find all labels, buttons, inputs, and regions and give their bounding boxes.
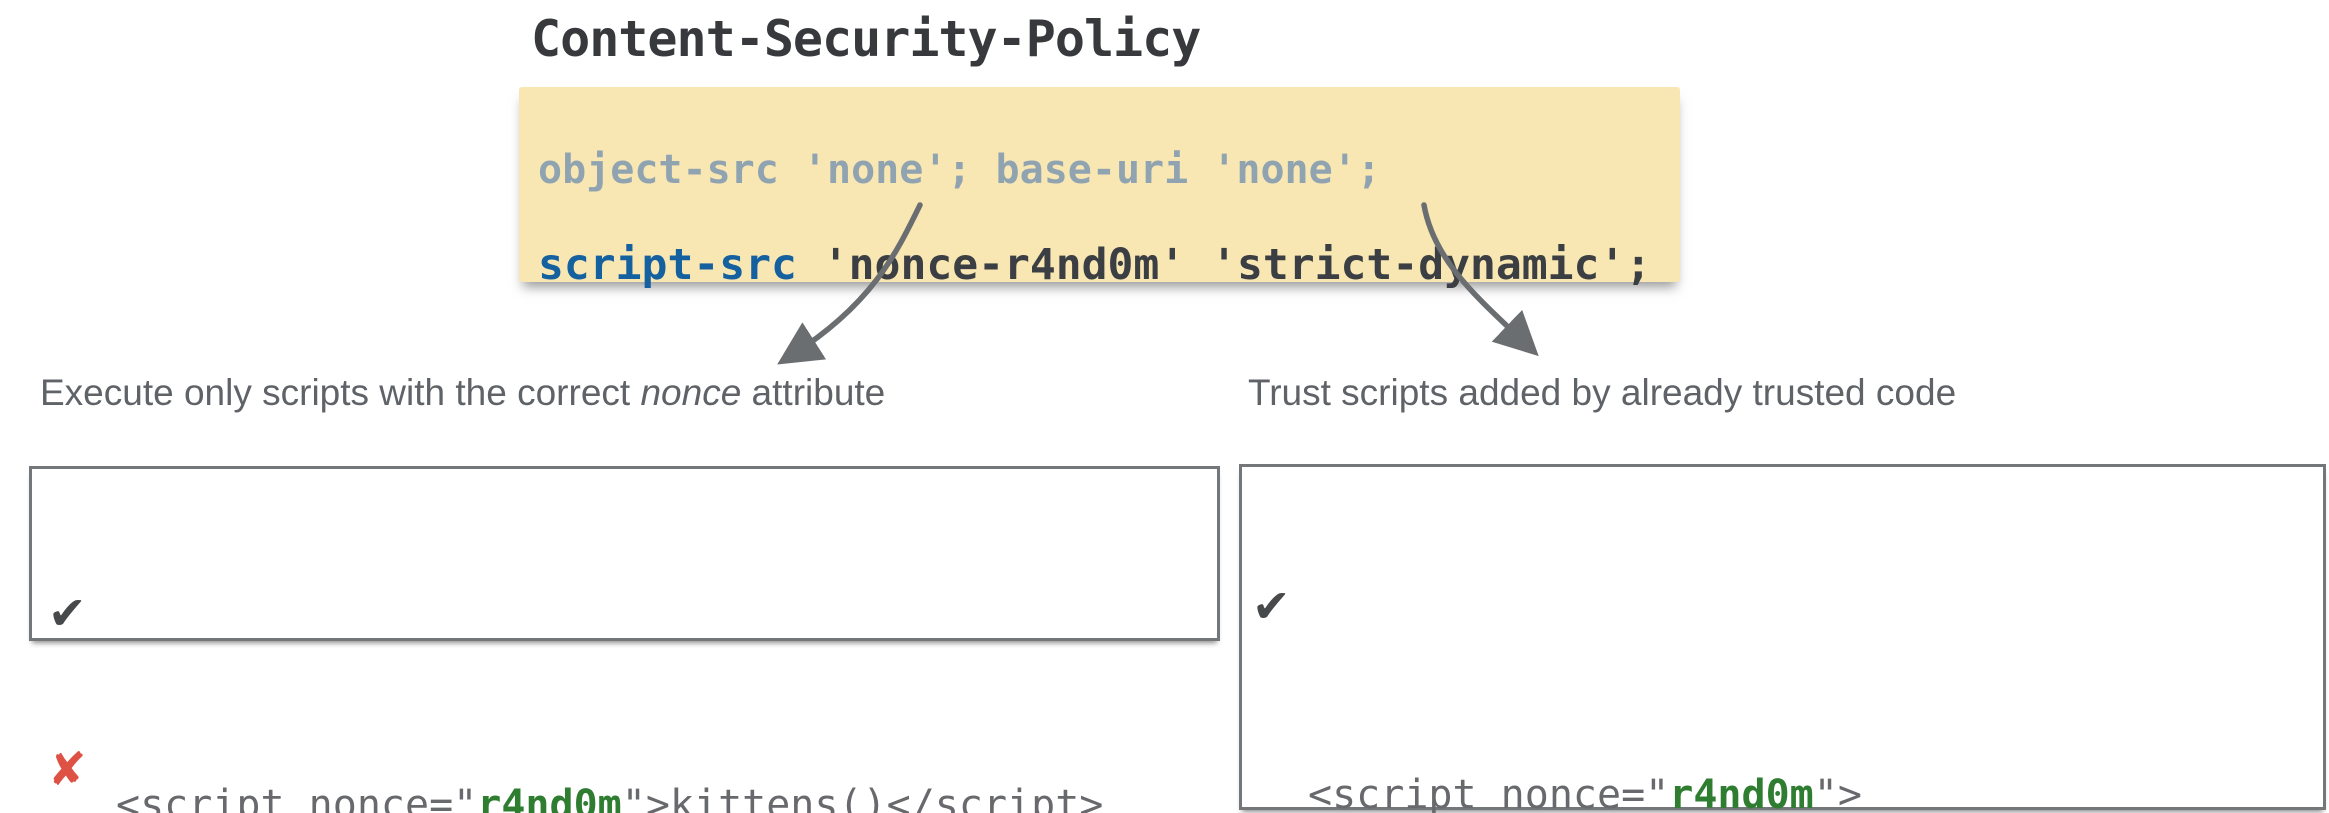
allowed-script-code: <script nonce="r4nd0m">kittens()</script… [116,773,1217,813]
nonce-caption-text: Execute only scripts with the correct [40,372,641,413]
csp-policy-box: object-src 'none'; base-uri 'none'; scri… [519,87,1680,290]
nonce-value-good: r4nd0m [1669,772,1814,813]
code-segment: ">kittens()</script> [621,782,1104,813]
allowed-script-row: ✔ <script nonce="r4nd0m">kittens()</scri… [32,581,1217,813]
policy-line-script-src: script-src 'nonce-r4nd0m' 'strict-dynami… [538,236,1680,294]
code-segment: <script nonce=" [1308,772,1670,813]
nonce-caption: Execute only scripts with the correct no… [40,371,885,415]
policy-line-other-directives: object-src 'none'; base-uri 'none'; [538,147,1381,193]
script-src-directive: script-src [538,240,797,290]
create-element-row: var s = document.createElement('script') [1242,730,2323,793]
blocked-script-row: ✘ <script nonce="other-value">evil()</sc… [32,737,1217,801]
code-segment: "> [1813,772,1862,813]
nonce-example-box: ✔ <script nonce="r4nd0m">kittens()</scri… [29,466,1220,813]
trusted-script-open-row: ✔ <script nonce="r4nd0m"> [1242,575,2323,813]
nonce-value-good: r4nd0m [477,782,622,813]
trusted-script-open-code: <script nonce="r4nd0m"> [1308,764,2323,813]
nonce-caption-emphasis: nonce [640,372,742,413]
cross-icon: ✘ [48,742,87,796]
strict-dynamic-caption: Trust scripts added by already trusted c… [1248,372,1957,413]
check-icon: ✔ [48,586,87,640]
code-segment: <script nonce=" [116,782,478,813]
script-src-values: 'nonce-r4nd0m' 'strict-dynamic'; [796,240,1652,290]
check-icon: ✔ [1252,579,1291,633]
page-title: Content-Security-Policy [531,10,1201,68]
strict-dynamic-example-box: ✔ <script nonce="r4nd0m"> var s = docume… [1239,464,2326,813]
nonce-caption-text-after: attribute [741,372,886,413]
